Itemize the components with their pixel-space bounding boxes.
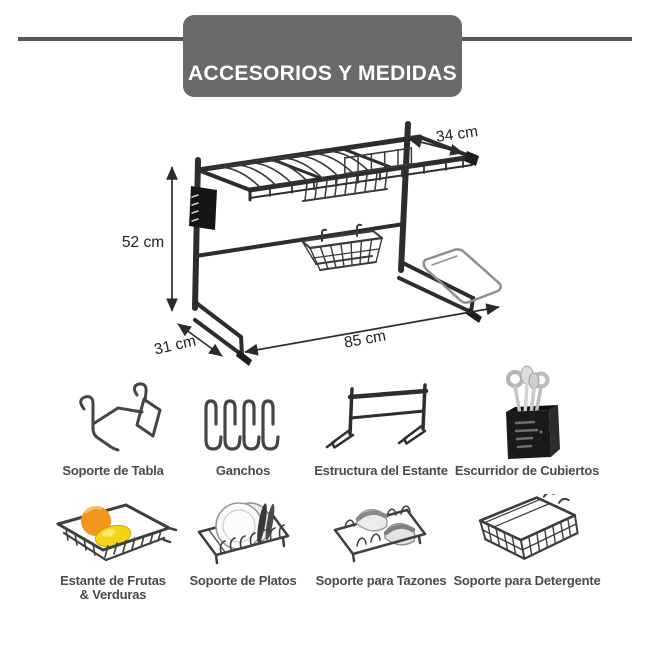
rack-structure: [189, 121, 502, 366]
arrow-top-depth: [408, 136, 464, 156]
dimension-label-top-depth: 34 cm: [435, 123, 479, 146]
accessory-board-holder: Soporte de Tabla: [38, 374, 188, 478]
arrow-base-depth: [177, 323, 223, 357]
dimension-label-height: 52 cm: [122, 234, 164, 251]
accessory-plate-holder: Soporte de Platos: [168, 494, 318, 588]
rack-crossbar: [194, 222, 406, 258]
arrow-width: [244, 303, 500, 356]
dimension-label-base-depth: 31 cm: [153, 332, 198, 358]
board-holder-icon: [38, 374, 188, 462]
accessory-label: Soporte de Platos: [189, 573, 297, 588]
hanging-basket: [300, 223, 384, 271]
rack-right-foot: [397, 260, 482, 323]
rack-left-foot: [193, 300, 252, 366]
rack-dish-wires: [208, 150, 371, 190]
detergent-basket-icon: [452, 494, 602, 572]
shelf-frame-icon: [306, 374, 456, 462]
accessory-hooks: Ganchos: [168, 374, 318, 478]
dish-rack-diagram: 34 cm 52 cm 31 cm 85 cm: [122, 121, 502, 366]
rack-posts: [192, 121, 411, 311]
accessory-shelf-frame: Estructura del Estante: [306, 374, 456, 478]
dimension-label-width: 85 cm: [343, 327, 388, 351]
under-shelf-rack: [302, 171, 388, 202]
accessory-label: Soporte de Tabla: [62, 463, 164, 478]
knife-holder-block: [189, 186, 217, 230]
accessory-fruit-basket: Estante de Frutas & Verduras: [38, 494, 188, 602]
accessory-label: Soporte para Detergente: [453, 573, 601, 588]
side-board-holder: [422, 248, 502, 304]
title-banner: ACCESORIOS Y MEDIDAS: [183, 15, 462, 97]
accessory-cutlery-drainer: Escurridor de Cubiertos: [452, 365, 602, 478]
accessory-bowl-holder: Soporte para Tazones: [306, 494, 456, 588]
cutlery-drainer-icon: [452, 365, 602, 462]
accessory-label: Estante de Frutas & Verduras: [60, 573, 166, 602]
accessory-label: Soporte para Tazones: [315, 573, 447, 588]
hooks-icon: [168, 374, 318, 462]
fruit-basket-icon: [38, 494, 188, 572]
accessory-label: Estructura del Estante: [314, 463, 448, 478]
cutlery: [505, 365, 549, 416]
dimension-arrows: [166, 136, 500, 357]
accessory-label: Ganchos: [215, 463, 271, 478]
page-title: ACCESORIOS Y MEDIDAS: [188, 62, 457, 85]
bowl-holder-icon: [306, 494, 456, 572]
accessory-detergent-basket: Soporte para Detergente: [452, 494, 602, 588]
rack-middle-basket: [343, 147, 413, 175]
accessory-label: Escurridor de Cubiertos: [454, 463, 600, 478]
plate-holder-icon: [168, 494, 318, 572]
